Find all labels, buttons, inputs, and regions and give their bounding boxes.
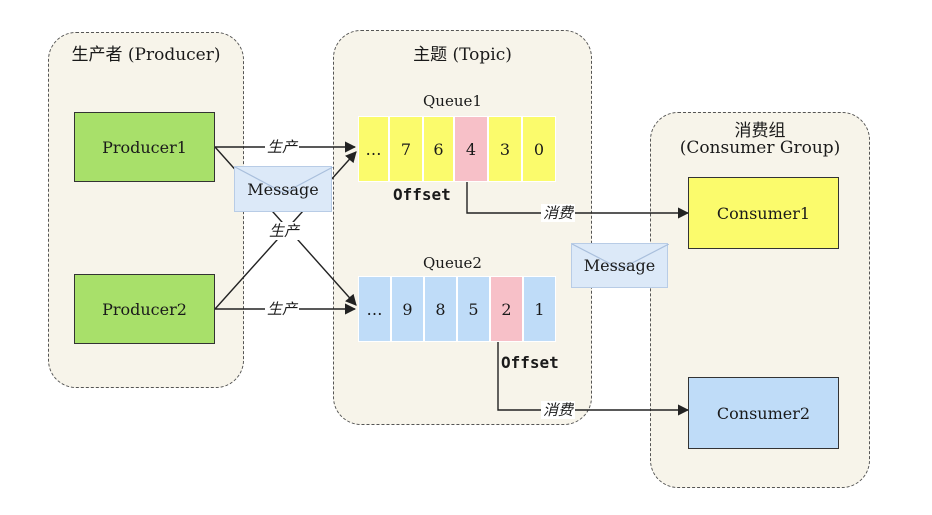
consumer1-box: Consumer1 [688,177,839,249]
queue2-cell: 5 [457,276,490,342]
queue2-cell: … [358,276,391,342]
consumer2-box: Consumer2 [688,377,839,449]
message-envelope-produce: Message [234,166,333,212]
queue1-cell: 0 [522,116,556,182]
queue1-label: Queue1 [423,92,482,110]
queue2-cell: 1 [523,276,556,342]
produce-label-cross: 生产 [267,222,302,240]
queue1-cell: 3 [488,116,522,182]
queue1-cell: … [358,116,389,182]
message-label: Message [583,256,656,275]
queue1-cell: 7 [389,116,423,182]
arrow-queue1-consumer1 [466,182,690,219]
consume-label-queue1: 消费 [541,204,576,222]
queue2-cell: 8 [424,276,457,342]
queue2-offset-label: Offset [501,353,559,372]
consume-label-queue2: 消费 [541,401,576,419]
message-label: Message [247,179,319,199]
produce-label-producer2: 生产 [265,300,300,318]
producer2-box: Producer2 [74,274,215,344]
consumer-group-title-line2: (Consumer Group) [679,138,841,158]
queue1-cell: 6 [423,116,454,182]
queue2-offset-cell: 2 [490,276,523,342]
queue1-offset-label: Offset [393,185,451,204]
queue2-cell: 9 [391,276,424,342]
queue2-label: Queue2 [423,254,482,272]
topic-group [333,30,592,425]
message-envelope-consume: Message [571,243,669,288]
produce-label-producer1: 生产 [265,138,300,156]
envelope-icon [572,244,669,270]
producer-group-title: 生产者 (Producer) [71,45,221,65]
topic-group-title: 主题 (Topic) [413,45,512,65]
consumer-group-title-line1: 消费组 [734,121,786,141]
arrow-queue2-consumer2 [497,342,690,416]
producer1-box: Producer1 [74,112,215,182]
envelope-icon [235,167,333,194]
queue1-offset-cell: 4 [454,116,488,182]
